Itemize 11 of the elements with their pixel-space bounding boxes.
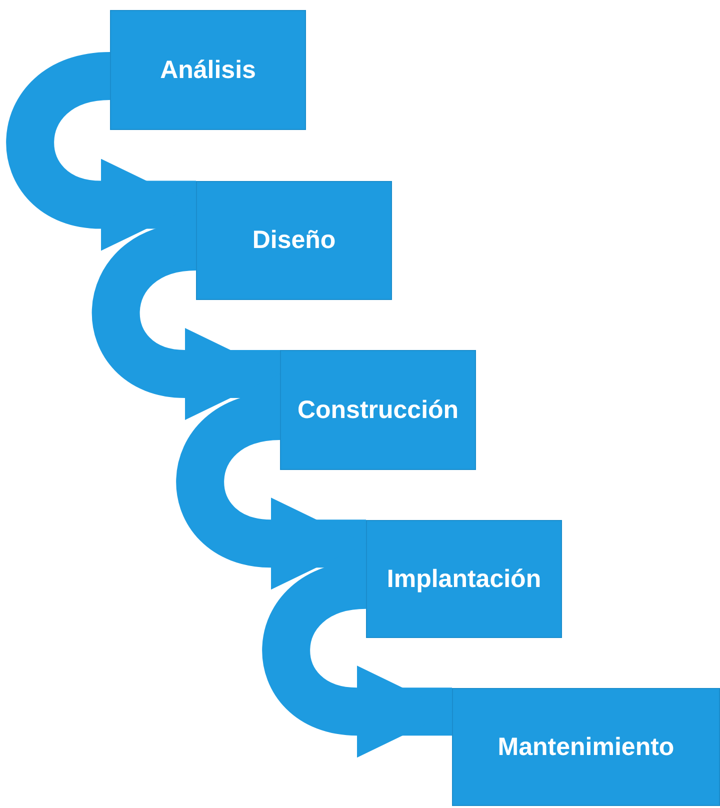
box-label: Mantenimiento [498,732,674,762]
curved-arrow [6,52,196,251]
box-label: Construcción [297,396,459,424]
process-box [196,181,392,300]
process-box [366,520,562,638]
process-box [110,10,306,130]
process-box [280,350,476,470]
box-label: Diseño [252,226,336,255]
box-label: Implantación [386,564,542,594]
box-label: Análisis [160,56,256,84]
process-box [452,688,720,806]
